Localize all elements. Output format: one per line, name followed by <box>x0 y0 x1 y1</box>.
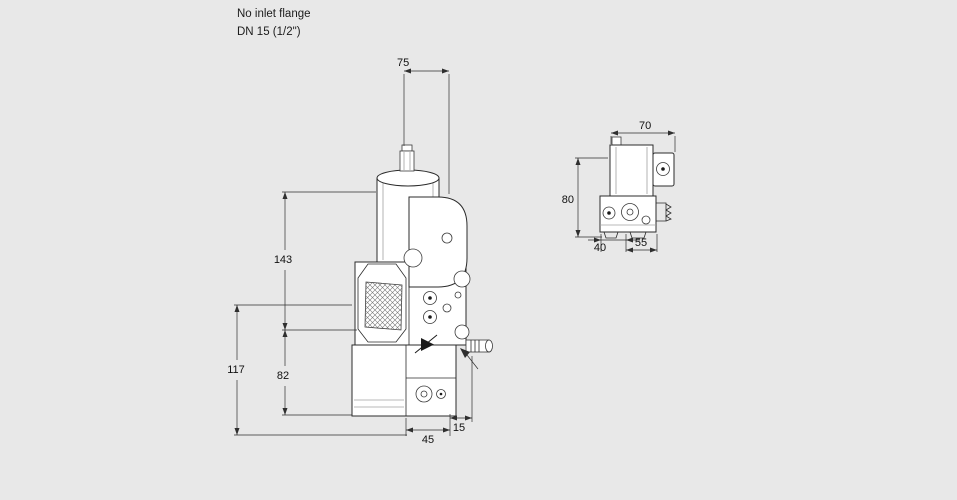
valve-outlet <box>460 339 493 370</box>
dim-side-height: 80 <box>562 157 608 238</box>
stem-cap <box>401 144 413 152</box>
dim-total-height: 117 <box>227 304 407 436</box>
dim-label-75: 75 <box>397 57 409 69</box>
dim-top-width: 75 <box>397 57 450 194</box>
pressure-tap-upper <box>453 270 471 288</box>
body-screw-tiny <box>454 291 462 299</box>
valve-lower-body <box>351 344 457 417</box>
side-view-dimensions: 70 80 40 <box>562 120 676 254</box>
dim-side-depth-right: 55 <box>626 234 658 253</box>
coil-top-tab <box>611 136 622 146</box>
outlet-leader-line <box>466 354 479 370</box>
dim-label-82: 82 <box>277 370 289 382</box>
main-view <box>351 144 493 417</box>
adjust-stem <box>399 150 415 172</box>
knurled-adjuster-panel <box>364 281 403 331</box>
cover-boss <box>403 248 423 268</box>
title-line1: No inlet flange <box>237 8 311 20</box>
dim-lower-height: 82 <box>277 330 352 416</box>
outlet-end-face <box>485 339 493 353</box>
dim-label-143: 143 <box>274 254 292 266</box>
title-block: No inlet flange DN 15 (1/2") <box>237 5 311 42</box>
dim-label-15: 15 <box>453 422 465 434</box>
diaphragm-housing-outline <box>357 263 407 343</box>
connector-box <box>652 152 675 187</box>
bonnet-cover <box>408 196 468 288</box>
dim-label-55: 55 <box>635 237 647 249</box>
dim-label-40: 40 <box>594 242 606 254</box>
dim-side-width: 70 <box>610 120 676 152</box>
outlet-leader-arrow <box>460 348 470 358</box>
pressure-tap-lower <box>454 324 470 340</box>
right-side-bosses <box>453 270 471 340</box>
side-valve-body <box>599 195 672 239</box>
mounting-foot-left <box>603 231 619 239</box>
dim-base-width: 45 <box>405 414 451 446</box>
valve-cover <box>403 196 468 288</box>
side-port-center-inner <box>626 208 634 216</box>
dim-side-depth-left: 40 <box>588 234 640 254</box>
main-view-dimensions: 75 143 117 <box>227 57 473 446</box>
actuator-top-face <box>376 169 440 187</box>
dim-label-117: 117 <box>227 364 245 376</box>
bottom-port-inner <box>420 390 428 398</box>
body-screw-small <box>442 303 452 313</box>
mounting-foot-right <box>629 231 647 239</box>
threaded-fitting <box>656 202 667 222</box>
dim-label-80: 80 <box>562 194 574 206</box>
cover-screw <box>441 232 453 244</box>
dim-label-70: 70 <box>639 120 651 132</box>
dim-upper-height: 143 <box>274 191 376 331</box>
dim-outlet-offset: 15 <box>450 356 473 434</box>
side-screw-small <box>641 215 651 225</box>
solenoid-coil <box>609 136 654 197</box>
side-view <box>599 136 675 239</box>
dim-label-45: 45 <box>422 434 434 446</box>
title-line2: DN 15 (1/2") <box>237 26 301 39</box>
flow-direction-arrow <box>414 334 438 354</box>
